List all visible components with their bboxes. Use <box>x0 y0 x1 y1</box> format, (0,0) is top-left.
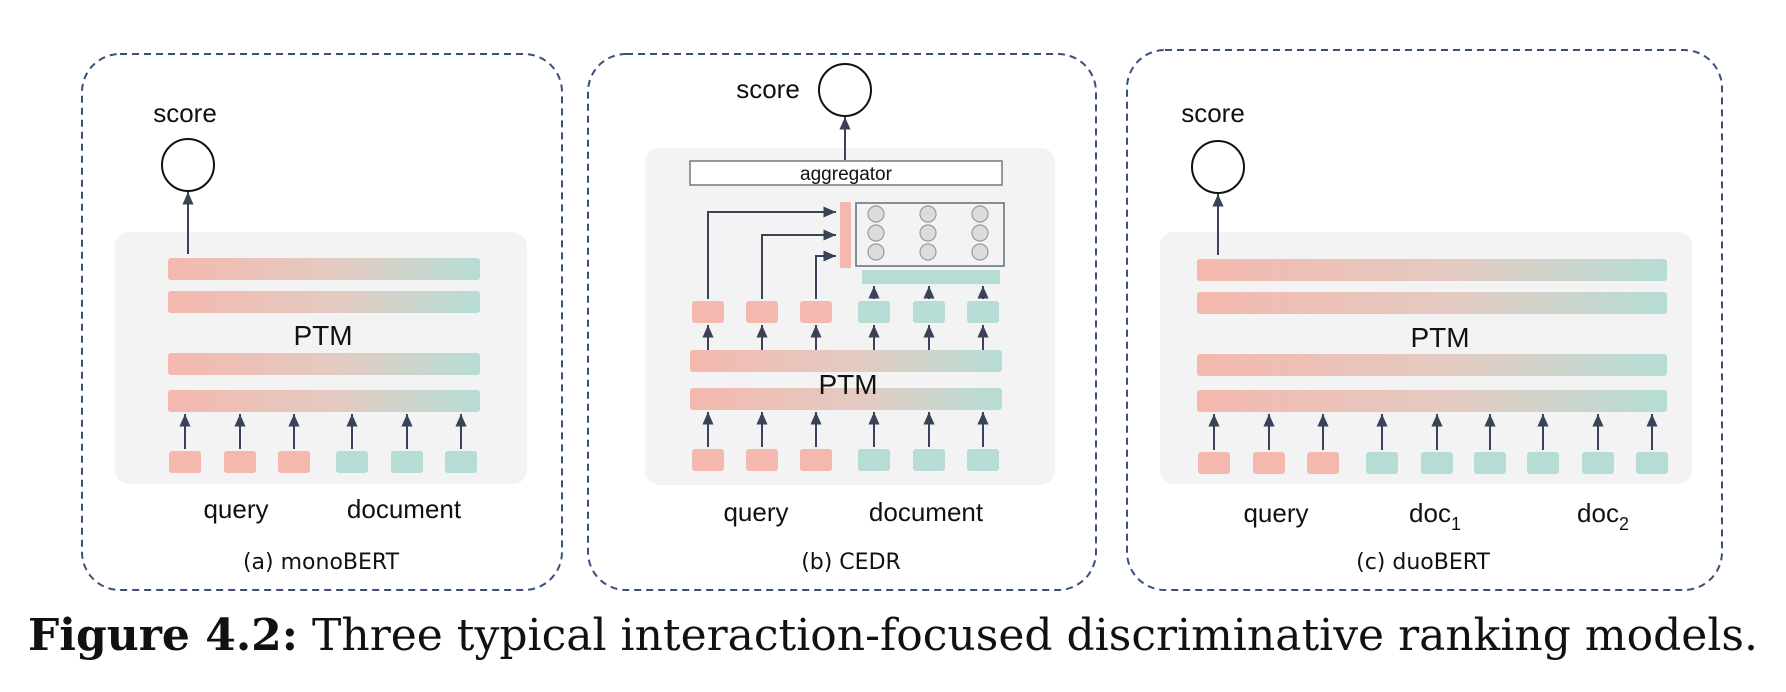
ptm-label: PTM <box>293 320 352 351</box>
query-to-matrix-arrows <box>707 206 836 299</box>
query-tokens <box>1198 452 1339 474</box>
panel-cedr: score aggregator <box>587 53 1097 591</box>
input-arrows <box>179 414 467 449</box>
input-arrows <box>1208 414 1658 450</box>
score-node <box>161 138 215 192</box>
query-label: query <box>1243 498 1308 528</box>
panel-caption: (c) duoBERT <box>1356 550 1490 575</box>
doc1-tokens <box>1366 452 1506 474</box>
figure-caption: Figure 4.2: Three typical interaction-fo… <box>0 610 1786 661</box>
document-tokens <box>336 451 477 473</box>
aggregator-box <box>689 160 1003 186</box>
similarity-cells <box>867 205 989 261</box>
query-label: query <box>203 494 268 524</box>
document-label: document <box>869 497 984 527</box>
encoder-layers <box>168 258 480 412</box>
score-label: score <box>153 98 217 128</box>
contextual-query-tokens <box>692 301 832 323</box>
ptm-label: PTM <box>1410 322 1469 353</box>
document-label: document <box>347 494 462 524</box>
panel-border <box>1126 49 1723 591</box>
doc1-label: doc1 <box>1409 498 1461 534</box>
figure-caption-label: Figure 4.2: <box>28 610 299 661</box>
encoder-layers <box>690 350 1002 410</box>
encoder-to-token-arrows <box>702 325 989 350</box>
panel-caption: (a) monoBERT <box>243 550 400 575</box>
contextual-document-tokens <box>858 301 999 323</box>
panel-border <box>587 53 1097 591</box>
score-label: score <box>736 74 800 104</box>
panel-duobert: PTM score query <box>1126 49 1723 591</box>
ptm-label: PTM <box>818 369 877 400</box>
document-tokens <box>858 449 999 471</box>
score-node <box>818 63 872 117</box>
panel-monobert: PTM score query document (a) monoBERT <box>81 53 563 591</box>
score-node <box>1191 140 1245 194</box>
input-arrows <box>702 412 989 447</box>
score-label: score <box>1181 98 1245 128</box>
document-to-vector-arrows <box>868 286 989 299</box>
document-vector <box>862 270 1000 284</box>
query-vector <box>840 202 851 268</box>
figure-caption-text: Three typical interaction-focused discri… <box>298 610 1758 661</box>
doc2-tokens <box>1527 452 1668 474</box>
query-tokens <box>692 449 832 471</box>
query-label: query <box>723 497 788 527</box>
query-tokens <box>169 451 310 473</box>
panel-caption: (b) CEDR <box>801 550 901 575</box>
encoder-layers <box>1197 259 1667 412</box>
aggregator-label: aggregator <box>800 164 893 185</box>
doc2-label: doc2 <box>1577 498 1629 534</box>
similarity-matrix <box>855 202 1005 267</box>
